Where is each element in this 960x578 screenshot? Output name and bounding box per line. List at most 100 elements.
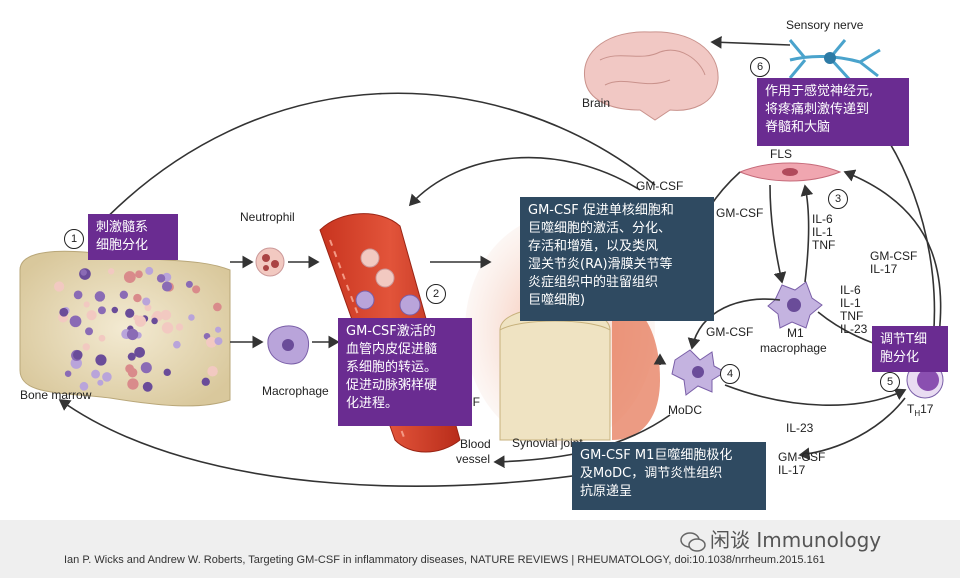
cytokine-gmcsf-top: GM-CSF [636, 179, 684, 193]
label-th17: TH17 [907, 402, 934, 418]
marrow-cell [111, 306, 119, 314]
marrow-cell [125, 308, 135, 318]
marrow-cell [97, 379, 104, 386]
marrow-cell [69, 315, 82, 328]
cytokine-il6: IL-6 [812, 212, 833, 226]
marrow-cell [79, 381, 89, 391]
cytokine-tnf: TNF [840, 309, 864, 323]
cytokine-il1: IL-1 [812, 225, 833, 239]
step-number-5: 5 [880, 372, 900, 392]
marrow-cell [206, 336, 217, 348]
marrow-cell [140, 362, 152, 374]
marrow-cell [145, 266, 154, 275]
note-line: 脊髓和大脑 [765, 120, 831, 135]
marrow-cell [173, 340, 181, 349]
neutrophil-cell [255, 247, 285, 277]
marrow-cell [192, 285, 201, 294]
marrow-cell [163, 368, 171, 377]
step-number-2: 2 [426, 284, 446, 304]
marrow-cell [213, 302, 222, 312]
note-line: 胞分化 [880, 350, 920, 365]
sensory-nerve-graphic [788, 39, 881, 82]
marrow-cell [80, 269, 87, 276]
marrow-cell [201, 377, 210, 386]
note-line: 巨噬细胞) [528, 293, 586, 308]
marrow-cell [134, 315, 147, 327]
note-box-1: 刺激髓系 细胞分化 [88, 214, 178, 260]
marrow-cell [215, 326, 222, 333]
marrow-cell [102, 372, 112, 382]
marrow-cell [64, 370, 72, 377]
label-m1-macrophage: macrophage [760, 341, 827, 355]
marrow-cell [161, 322, 174, 334]
marrow-cell [73, 290, 83, 300]
marrow-cell [98, 334, 106, 342]
cytokine-gmcsf: GM-CSF [778, 450, 826, 464]
note-box-4: GM-CSF M1巨噬细胞极化 及MoDC，调节炎性组织 抗原递呈 [572, 442, 766, 510]
marrow-cell [134, 346, 145, 358]
step-number-6: 6 [750, 57, 770, 77]
marrow-cell [175, 323, 184, 331]
note-line: 抗原递呈 [580, 484, 633, 499]
marrow-cell [207, 366, 218, 377]
cytokine-il23: IL-23 [840, 322, 868, 336]
marrow-cell [133, 293, 142, 303]
label-modc: MoDC [668, 403, 703, 417]
marrow-cell [119, 290, 129, 299]
marrow-cell [156, 274, 166, 283]
marrow-cell [95, 354, 107, 366]
step-number-3: 3 [828, 189, 848, 209]
footer-band [0, 520, 960, 578]
marrow-cell [86, 310, 97, 321]
cytokine-il1: IL-1 [840, 296, 861, 310]
diagram-canvas: Sensory nerve Brain FLS Neutrophil Macro… [19, 18, 948, 510]
note-line: GM-CSF 促进单核细胞和 [528, 203, 674, 218]
note-line: 湿关节炎(RA)滑膜关节等 [528, 257, 673, 272]
marrow-cell [144, 304, 152, 312]
note-box-3: GM-CSF 促进单核细胞和 巨噬细胞的激活、分化、 存活和增殖，以及类风 湿关… [520, 197, 714, 321]
cytokine-il6: IL-6 [840, 283, 861, 297]
marrow-cell [188, 314, 195, 321]
marrow-cell [151, 317, 158, 325]
cytokine-list-fls-m1: IL-6 IL-1 TNF [812, 213, 835, 252]
watermark: 闲谈 Immunology [680, 524, 881, 553]
modc-cell [671, 349, 726, 396]
label-vessel: vessel [456, 452, 491, 466]
label-fls: FLS [770, 147, 793, 161]
cytokine-il23: IL-23 [786, 421, 814, 435]
cytokine-list-m1-th17: IL-6 IL-1 TNF IL-23 [840, 284, 867, 336]
marrow-cell [142, 297, 151, 306]
marrow-cell [82, 343, 90, 351]
label-sensory-nerve: Sensory nerve [786, 18, 864, 32]
note-line: 化进程。 [346, 396, 399, 411]
label-bone-marrow: Bone marrow [20, 388, 92, 402]
brain-graphic [583, 31, 719, 121]
note-box-2: GM-CSF激活的 血管内皮促进髓 系细胞的转运。 促进动脉粥样硬 化进程。 [338, 318, 472, 426]
marrow-cell [85, 327, 93, 336]
note-line: 血管内皮促进髓 [346, 342, 438, 357]
cytokine-list-th17-bottom: GM-CSF IL-17 [778, 451, 825, 477]
marrow-cell [123, 271, 136, 283]
label-brain: Brain [582, 96, 611, 110]
citation: Ian P. Wicks and Andrew W. Roberts, Targ… [64, 554, 825, 566]
note-line: 巨噬细胞的激活、分化、 [528, 221, 672, 236]
marrow-cell [73, 350, 83, 360]
note-line: 存活和增殖，以及类风 [528, 239, 659, 254]
note-line: 系细胞的转运。 [346, 360, 438, 375]
note-line: 细胞分化 [96, 238, 149, 253]
note-line: GM-CSF激活的 [346, 324, 436, 339]
note-line: 作用于感觉神经元, [765, 84, 874, 99]
marrow-cell [160, 309, 172, 321]
note-line: 促进动脉粥样硬 [346, 378, 438, 393]
note-line: 及MoDC，调节炎性组织 [580, 466, 723, 481]
cytokine-gmcsf: GM-CSF [870, 249, 918, 263]
cytokine-gmcsf-fls: GM-CSF [716, 206, 764, 220]
marrow-cell [108, 268, 115, 275]
wechat-icon [680, 531, 706, 552]
marrow-cell [135, 270, 143, 279]
marrow-cell [127, 378, 139, 390]
cytokine-il17: IL-17 [870, 262, 898, 276]
note-line: 调节T细 [880, 332, 927, 347]
cytokine-il17: IL-17 [778, 463, 806, 477]
marrow-cell [185, 280, 193, 288]
